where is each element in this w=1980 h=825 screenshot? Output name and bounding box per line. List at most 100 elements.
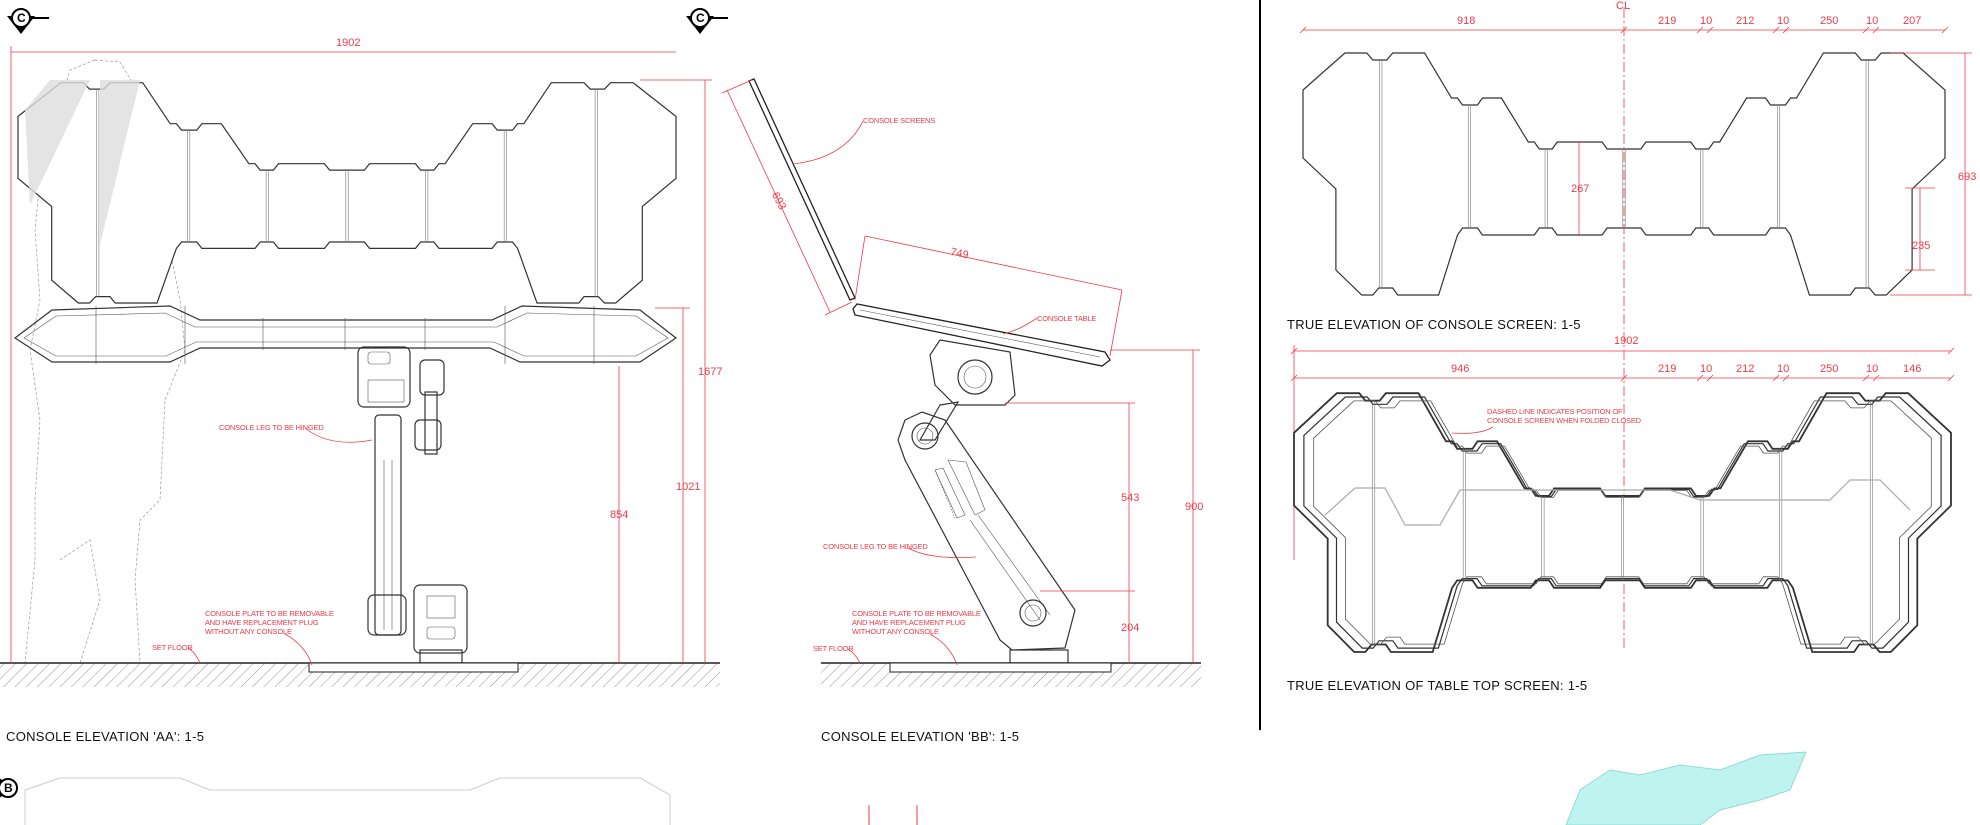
dimension-tick [1290,374,1298,382]
svg-text:C: C [17,11,26,25]
note-console-table: CONSOLE TABLE [1037,314,1096,323]
table-top-true-elevation: 1902 946 219 10 212 10 250 10 146 DASHED… [1287,335,1955,693]
dimension-width: 1902 [10,37,676,663]
note-console-screens: CONSOLE SCREENS [863,116,935,125]
svg-text:1021: 1021 [676,481,700,493]
svg-text:10: 10 [1777,15,1789,27]
svg-text:946: 946 [1451,363,1469,375]
svg-text:10: 10 [1866,363,1878,375]
dimension-table-under-height: 854 [610,366,628,663]
dimension-leg-lower: 204 [1040,590,1139,663]
dimension-tick [1772,374,1780,382]
dimension-tick [1947,347,1955,355]
svg-text:749: 749 [949,246,969,262]
svg-text:219: 219 [1658,363,1676,375]
dimension-tick [1872,374,1880,382]
section-marker-b: B [0,778,18,798]
svg-text:854: 854 [610,509,628,521]
svg-text:900: 900 [1185,501,1203,513]
dimension-table-length: 749 [854,235,1123,357]
dimension-overall-height: 1677 [640,79,722,663]
screen-shading-right [100,80,140,245]
note-plate-line-1: CONSOLE PLATE TO BE REMOVABLE [852,609,981,618]
centerline-label: CL [1616,0,1630,12]
dimension-tick [1706,374,1714,382]
section-marker-c-left: C [7,8,49,34]
svg-text:212: 212 [1736,15,1754,27]
screen-shading-left [25,80,90,205]
svg-text:693: 693 [769,190,788,212]
dimension-tick [1941,26,1949,34]
dimension-height: 900 [1110,349,1203,663]
svg-text:1902: 1902 [336,37,360,49]
svg-text:693: 693 [1958,171,1976,183]
svg-text:10: 10 [1866,15,1878,27]
svg-text:1902: 1902 [1614,335,1638,347]
svg-text:543: 543 [1121,492,1139,504]
dimension-tick [1862,374,1870,382]
console-screen-true-elevation: CL 918 219 10 212 10 250 10 207 693 267 … [1287,0,1976,650]
svg-text:267: 267 [1571,183,1589,195]
dimension-end-height: 235 [1905,187,1935,271]
dimension-table-top-height: 1021 [655,307,700,663]
note-plate-line-2: AND HAVE REPLACEMENT PLUG [852,618,966,627]
elevation-aa: 1902 1677 1021 854 CONSOLE LEG TO BE HIN… [0,37,722,744]
next-drawing-render-faint [1565,751,1807,825]
note-plate-line-3: WITHOUT ANY CONSOLE [852,627,939,636]
table-top-horizontal-dimensions: 946 219 10 212 10 250 10 146 [1293,345,1951,560]
console-leg-front [357,346,468,664]
elevation-bb: 693 CONSOLE SCREENS 749 CONSOLE TABLE [721,78,1203,744]
svg-text:1677: 1677 [698,366,722,378]
table-top-overall-dimension: 1902 [1294,335,1951,352]
dimension-tick [1872,26,1880,34]
note-set-floor: SET FLOOR [813,644,854,653]
folded-screen-dashed-outline [1324,479,1911,526]
dimension-center-height: 267 [1571,142,1589,235]
dimension-tick [1696,26,1704,34]
svg-text:207: 207 [1903,15,1921,27]
screen-outline-path [17,82,677,304]
console-screen-front [17,82,677,304]
dimension-leg-upper: 543 [1005,402,1139,591]
note-leg-hinged: CONSOLE LEG TO BE HINGED [219,423,324,432]
console-plate [889,662,1112,673]
svg-text:918: 918 [1457,15,1475,27]
dimension-tick [1782,26,1790,34]
table-top-outline [1293,392,1952,653]
next-drawing-outline-faint [24,777,671,825]
svg-text:10: 10 [1700,15,1712,27]
note-plate-line-1: CONSOLE PLATE TO BE REMOVABLE [205,609,334,618]
console-table-side [852,303,1111,367]
dimension-screen-length: 693 [721,79,853,316]
dimension-tick [1706,26,1714,34]
screen-horizontal-dimensions: 918 219 10 212 10 250 10 207 [1299,15,1949,34]
svg-text:10: 10 [1777,363,1789,375]
console-plate [308,662,519,673]
note-dashed-line-2: CONSOLE SCREEN WHEN FOLDED CLOSED [1487,416,1642,425]
note-leg-hinged: CONSOLE LEG TO BE HINGED [823,542,928,551]
dimension-tick [1772,26,1780,34]
dimension-tick [1947,374,1955,382]
console-screen-side [748,78,856,301]
title-console-screen: TRUE ELEVATION OF CONSOLE SCREEN: 1-5 [1287,317,1581,332]
note-plate-line-2: AND HAVE REPLACEMENT PLUG [205,618,319,627]
dimension-tick [1620,26,1628,34]
dimension-tick [1290,347,1298,355]
svg-text:146: 146 [1903,363,1921,375]
note-set-floor: SET FLOOR [152,643,193,652]
svg-text:250: 250 [1820,363,1838,375]
svg-text:235: 235 [1912,240,1930,252]
dimension-tick [1299,26,1307,34]
dimension-tick [1620,374,1628,382]
svg-text:204: 204 [1121,622,1139,634]
svg-text:212: 212 [1736,363,1754,375]
console-table-front [13,305,678,364]
note-dashed-line-1: DASHED LINE INDICATES POSITION OF [1487,407,1623,416]
title-elevation-aa: CONSOLE ELEVATION 'AA': 1-5 [6,729,204,744]
dimension-screen-height: 693 [1890,52,1976,296]
svg-text:250: 250 [1820,15,1838,27]
title-elevation-bb: CONSOLE ELEVATION 'BB': 1-5 [821,729,1019,744]
dimension-tick [1782,374,1790,382]
dimension-tick [1696,374,1704,382]
